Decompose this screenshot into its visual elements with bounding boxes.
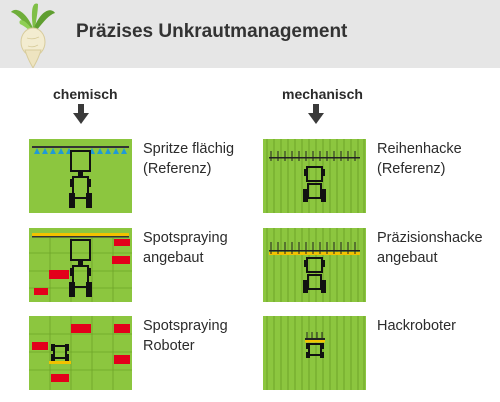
tile-label-hoe-robot: Hackroboter <box>377 318 456 334</box>
chemical-column-heading: chemisch <box>53 86 118 102</box>
page-title: Präzises Unkrautmanagement <box>76 21 348 42</box>
spot-spraying-robot-icon <box>29 316 132 390</box>
down-arrow-icon <box>308 104 324 124</box>
hoeing-robot-icon <box>263 316 366 390</box>
tile-label-spray-robot: Spotspraying Roboter <box>143 318 228 354</box>
mechanical-column-heading: mechanisch <box>282 86 363 102</box>
tractor-row-hoe-icon <box>263 139 366 213</box>
tile-label-full-sprayer: Spritze flächig (Referenz) <box>143 141 235 177</box>
header-banner: Präzises Unkrautmanagement <box>0 0 500 68</box>
sugar-beet-icon <box>11 3 55 68</box>
tile-label-precision-hoe: Präzisionshacke angebaut <box>377 230 483 266</box>
tractor-full-sprayer-icon <box>29 139 132 213</box>
tractor-precision-hoe-icon <box>263 228 366 302</box>
tractor-spot-sprayer-icon <box>29 228 132 302</box>
tile-label-row-hoe: Reihenhacke (Referenz) <box>377 141 462 177</box>
tile-label-spot-sprayer: Spotspraying angebaut <box>143 230 228 266</box>
down-arrow-icon <box>73 104 89 124</box>
